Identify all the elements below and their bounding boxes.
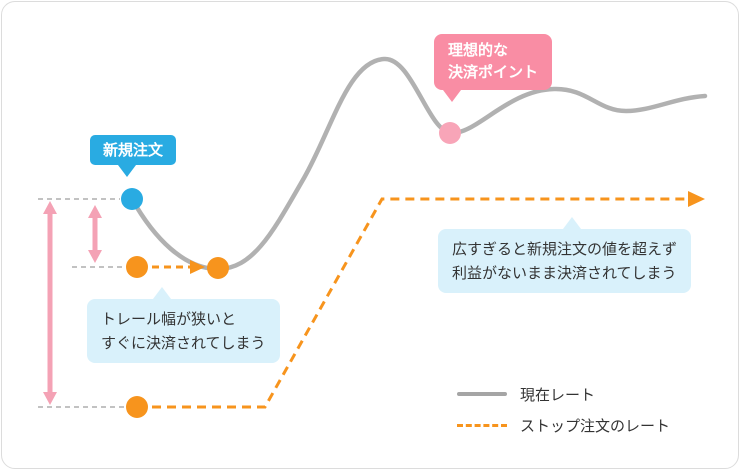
wide-trail-arrow-bottom-icon [43,392,57,405]
callout-narrow-trail-line2: すぐに決済されてしまう [101,334,266,352]
callout-new-order: 新規注文 [90,135,177,178]
callout-narrow-trail: トレール幅が狭いと すぐに決済されてしまう [87,287,280,363]
callout-narrow-trail-pointer-icon [153,287,171,299]
stop-order-line [137,197,688,409]
legend-current-rate-label: 現在レート [520,385,596,404]
callout-ideal-exit-line1: 理想的な [448,41,509,59]
callout-ideal-exit-pointer-icon [443,89,461,102]
callout-ideal-exit-line2: 決済ポイント [448,62,539,81]
legend: 現在レート ストップ注文のレート [457,383,670,436]
narrow-trail-arrow-bottom-icon [88,250,102,263]
trail-step-arrowhead-icon [190,260,205,274]
wide-trail-arrow-top-icon [43,201,57,214]
stop-order-line-swatch-icon [457,423,507,427]
callout-ideal-exit: 理想的な 決済ポイント [434,34,553,102]
callout-wide-trail-line1: 広すぎると新規注文の値を超えず [452,240,678,258]
narrow-stop-dot-hit [207,257,229,279]
narrow-stop-dot-start [126,256,148,278]
wide-stop-dot [126,396,148,418]
legend-item-current-rate: 現在レート [457,383,670,405]
legend-stop-order-label: ストップ注文のレート [520,416,671,435]
narrow-trail-arrow-top-icon [88,205,102,218]
callout-wide-trail: 広すぎると新規注文の値を超えず 利益がないまま決済されてしまう [438,217,692,293]
callout-new-order-label: 新規注文 [103,141,164,159]
callout-wide-trail-line2: 利益がないまま決済されてしまう [452,264,677,282]
current-rate-line-swatch-icon [457,392,507,396]
legend-item-stop-order: ストップ注文のレート [457,414,670,436]
ideal-exit-dot [439,122,461,144]
callout-narrow-trail-line1: トレール幅が狭いと [101,310,237,328]
stop-order-arrowhead-icon [688,191,705,207]
callout-wide-trail-pointer-icon [563,217,581,229]
new-order-dot [121,188,143,210]
callout-new-order-pointer-icon [118,165,136,178]
